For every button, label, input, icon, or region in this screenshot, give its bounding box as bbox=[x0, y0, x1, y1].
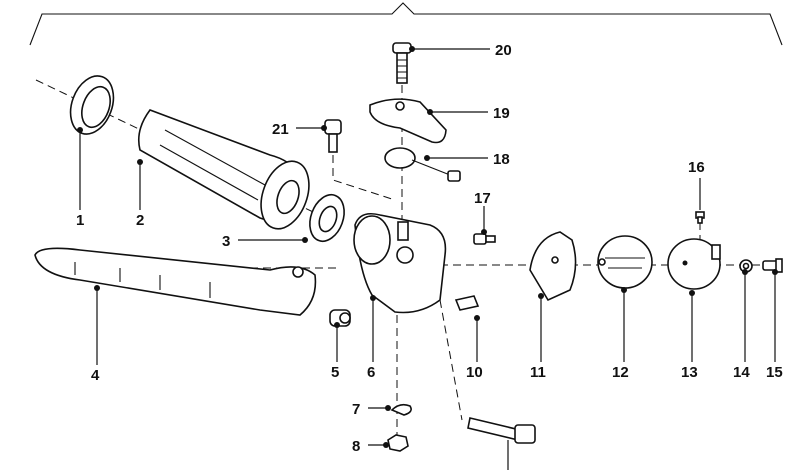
part-ring bbox=[69, 75, 115, 135]
callout-1: 1 bbox=[76, 212, 84, 229]
callout-4: 4 bbox=[91, 367, 100, 384]
part-switch-cap bbox=[667, 238, 721, 290]
group-bracket bbox=[29, 2, 783, 46]
part-washer bbox=[309, 193, 345, 243]
callout-2: 2 bbox=[136, 212, 144, 229]
part-cover bbox=[529, 231, 577, 302]
callout-14: 14 bbox=[733, 364, 750, 381]
part-screw-21 bbox=[324, 119, 342, 153]
part-switch-drum bbox=[597, 235, 653, 289]
part-tiny-screw bbox=[695, 211, 705, 224]
callout-21: 21 bbox=[272, 121, 289, 138]
callout-13: 13 bbox=[681, 364, 698, 381]
callout-18: 18 bbox=[493, 151, 510, 168]
callout-19: 19 bbox=[493, 105, 510, 122]
axis-line-adjuster bbox=[439, 299, 463, 421]
part-clamp bbox=[329, 309, 351, 327]
part-grip bbox=[137, 109, 310, 230]
part-lever bbox=[34, 247, 317, 316]
callout-12: 12 bbox=[612, 364, 629, 381]
part-housing bbox=[353, 212, 447, 314]
part-screw-17 bbox=[473, 233, 496, 245]
callout-5: 5 bbox=[331, 364, 339, 381]
callout-3: 3 bbox=[222, 233, 230, 250]
part-small-nut bbox=[739, 259, 753, 273]
callout-8: 8 bbox=[352, 438, 360, 455]
part-clamp-top bbox=[369, 98, 447, 144]
callout-15: 15 bbox=[766, 364, 783, 381]
part-nut bbox=[387, 434, 409, 452]
part-small-screw bbox=[762, 258, 783, 273]
callout-20: 20 bbox=[495, 42, 512, 59]
callout-11: 11 bbox=[530, 364, 546, 381]
callout-16: 16 bbox=[688, 159, 705, 176]
callout-labels: 1 2 3 4 5 6 7 8 10 11 12 13 14 15 16 17 … bbox=[76, 42, 783, 455]
axis-line-21 bbox=[332, 155, 396, 201]
callout-6: 6 bbox=[367, 364, 375, 381]
callout-10: 10 bbox=[466, 364, 483, 381]
part-adjuster-screw bbox=[467, 417, 536, 470]
part-cable-guide bbox=[384, 147, 461, 182]
part-plate bbox=[454, 295, 480, 311]
leader-lines bbox=[77, 46, 778, 448]
part-bolt bbox=[392, 42, 412, 84]
callout-17: 17 bbox=[474, 190, 491, 207]
part-loop bbox=[390, 403, 412, 416]
callout-7: 7 bbox=[352, 401, 360, 418]
